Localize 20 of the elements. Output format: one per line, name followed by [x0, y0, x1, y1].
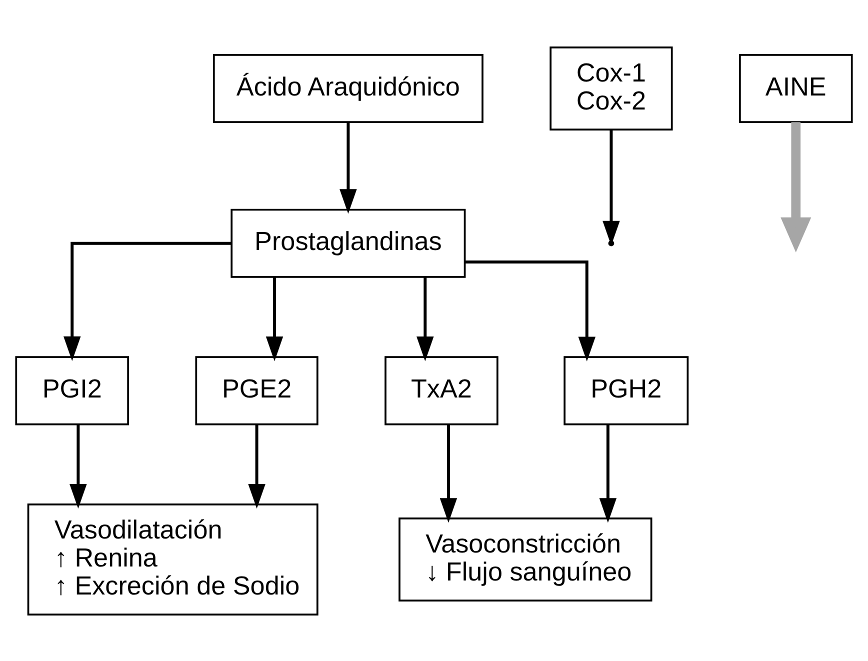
node-box: PGE2 [195, 356, 318, 425]
arrow [248, 424, 266, 508]
node-box: PGH2 [564, 356, 689, 425]
node-box: Vasoconstricción ↓ Flujo sanguíneo [398, 517, 652, 601]
arrow [780, 122, 812, 252]
arrow [340, 122, 357, 214]
arrow [70, 424, 87, 508]
arrow [63, 241, 232, 361]
node-box: Cox-1 Cox-2 [550, 46, 673, 130]
node-box: Vasodilatación ↑ Renina ↑ Excreción de Sodio [27, 503, 318, 615]
arrow [599, 424, 617, 522]
arrow [440, 424, 458, 522]
node-box: AINE [739, 54, 853, 122]
node-box: TxA2 [384, 356, 498, 425]
node-box: Prostaglandinas [230, 208, 466, 278]
arrow [465, 260, 596, 361]
node-box: PGI2 [15, 356, 129, 425]
arrow [266, 277, 284, 361]
arrow [416, 277, 434, 361]
node-box: Ácido Araquidónico [212, 54, 484, 122]
